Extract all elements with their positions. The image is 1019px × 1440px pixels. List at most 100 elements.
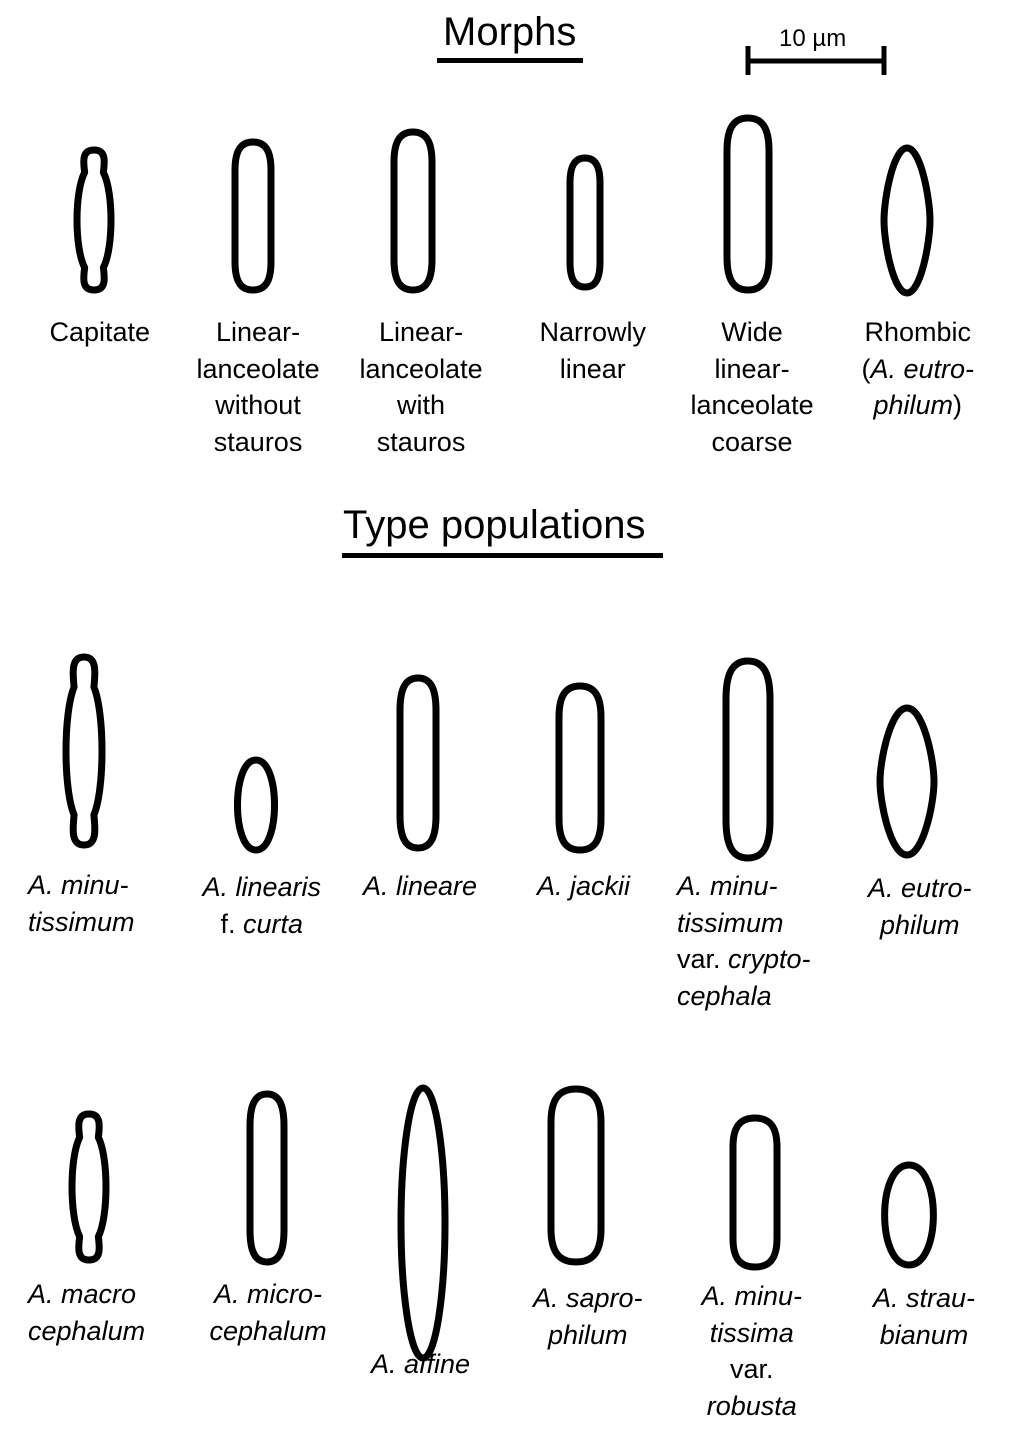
label-line: A. macro bbox=[28, 1276, 145, 1313]
label-text: cephalum bbox=[209, 1315, 327, 1346]
type-population-outline bbox=[233, 756, 279, 854]
label-text: tissimum bbox=[28, 906, 135, 937]
label-text: philum bbox=[880, 909, 960, 940]
type-population-label: A. eutro-philum bbox=[868, 870, 972, 943]
label-line: var. bbox=[702, 1351, 803, 1388]
label-text: Rhombic bbox=[864, 317, 972, 347]
type-population-label: A. strau-bianum bbox=[873, 1280, 975, 1353]
type-population-outline bbox=[397, 1084, 449, 1362]
label-line: A. lineare bbox=[363, 868, 477, 905]
label-line: cephalum bbox=[210, 1313, 327, 1350]
type-population-outline bbox=[881, 1161, 937, 1269]
morph-outline-linear-lanceolate bbox=[390, 128, 436, 294]
label-line: linear bbox=[540, 351, 647, 388]
label-text: A. jackii bbox=[537, 871, 631, 901]
label-text: A. sapro- bbox=[533, 1283, 643, 1313]
type-population-label: A. jackii bbox=[537, 868, 630, 905]
label-text: A. macro bbox=[28, 1279, 137, 1309]
label-line: cephalum bbox=[28, 1313, 145, 1350]
type-population-outline bbox=[62, 653, 106, 849]
label-text: ( bbox=[861, 353, 871, 384]
label-text: lanceolate bbox=[690, 390, 814, 420]
label-text: linear- bbox=[714, 353, 790, 384]
label-text: crypto- bbox=[728, 944, 811, 974]
label-text: bianum bbox=[879, 1319, 969, 1350]
label-text: A. linearis bbox=[202, 872, 322, 902]
label-text: A. lineare bbox=[363, 871, 478, 901]
type-population-label: A. sapro-philum bbox=[533, 1280, 643, 1353]
type-population-outline bbox=[729, 1114, 781, 1271]
label-text: A. minu- bbox=[701, 1281, 803, 1311]
label-line: coarse bbox=[691, 424, 814, 461]
label-text: cephala bbox=[677, 980, 772, 1011]
type-populations-heading: Type populations bbox=[343, 503, 646, 547]
label-line: var. crypto- bbox=[677, 941, 811, 978]
label-line: Capitate bbox=[50, 314, 151, 351]
label-text: var. bbox=[730, 1354, 774, 1384]
label-text: stauros bbox=[376, 426, 466, 457]
label-line: Rhombic bbox=[862, 314, 975, 351]
morph-outline-wide-linear-lanceolate bbox=[723, 114, 773, 294]
morph-label: Narrowly linear bbox=[540, 314, 647, 387]
label-text: Narrowly bbox=[539, 317, 647, 347]
label-line: without bbox=[197, 387, 320, 424]
label-text: f. bbox=[220, 908, 244, 939]
label-line: lanceolate bbox=[360, 351, 483, 388]
label-text: var. bbox=[677, 944, 729, 974]
label-line: Wide bbox=[691, 314, 814, 351]
type-population-label: A. lineare bbox=[363, 868, 477, 905]
label-line: stauros bbox=[197, 424, 320, 461]
label-line: linear- bbox=[691, 351, 814, 388]
label-line: philum bbox=[533, 1317, 643, 1354]
label-text: philum bbox=[548, 1319, 628, 1350]
scale-bar-label: 10 µm bbox=[779, 25, 847, 52]
label-text: without bbox=[215, 390, 301, 420]
label-line: A. minu- bbox=[677, 868, 811, 905]
label-line: Narrowly bbox=[540, 314, 647, 351]
label-line: A. eutro- bbox=[868, 870, 972, 907]
type-populations-heading-underline bbox=[342, 553, 663, 558]
label-text: lanceolate bbox=[196, 353, 320, 384]
morph-outline-narrowly-linear bbox=[566, 154, 604, 291]
label-text: coarse bbox=[711, 426, 793, 457]
type-population-outline bbox=[246, 1090, 288, 1266]
label-text: with bbox=[397, 390, 446, 420]
label-text: A. minu- bbox=[677, 871, 778, 901]
morph-outline-capitate bbox=[73, 146, 115, 294]
morphs-heading-underline bbox=[437, 58, 583, 63]
type-population-outline bbox=[876, 704, 938, 859]
label-text: robusta bbox=[706, 1390, 797, 1421]
label-line: philum) bbox=[862, 387, 975, 424]
label-text: tissimum bbox=[677, 907, 784, 938]
label-text: Linear- bbox=[216, 317, 301, 347]
label-line: A. strau- bbox=[873, 1280, 975, 1317]
label-line: A. linearis bbox=[203, 869, 322, 906]
morph-label: Linear-lanceolate with stauros bbox=[360, 314, 483, 460]
label-text: A. eutro- bbox=[868, 873, 972, 903]
label-text: lanceolate bbox=[359, 353, 483, 384]
label-line: A. minu- bbox=[702, 1278, 803, 1315]
label-line: A. sapro- bbox=[533, 1280, 643, 1317]
morph-label: Linear-lanceolate without stauros bbox=[197, 314, 320, 460]
label-line: cephala bbox=[677, 978, 811, 1015]
label-line: Linear- bbox=[360, 314, 483, 351]
label-line: (A. eutro- bbox=[862, 351, 975, 388]
label-line: philum bbox=[868, 907, 972, 944]
type-population-label: A. affine bbox=[371, 1346, 470, 1383]
type-population-outline bbox=[555, 682, 605, 854]
label-line: lanceolate bbox=[691, 387, 814, 424]
label-text: A. affine bbox=[371, 1349, 471, 1379]
label-line: stauros bbox=[360, 424, 483, 461]
type-population-outline bbox=[722, 657, 774, 862]
label-text: philum bbox=[873, 390, 954, 420]
label-line: robusta bbox=[702, 1388, 803, 1425]
label-line: f. curta bbox=[203, 906, 322, 943]
label-text: Linear- bbox=[379, 317, 464, 347]
type-population-label: A. micro-cephalum bbox=[210, 1276, 327, 1349]
morph-label: Rhombic (A. eutro-philum) bbox=[862, 314, 975, 424]
type-population-label: A. macro cephalum bbox=[28, 1276, 145, 1349]
label-line: A. micro- bbox=[210, 1276, 327, 1313]
